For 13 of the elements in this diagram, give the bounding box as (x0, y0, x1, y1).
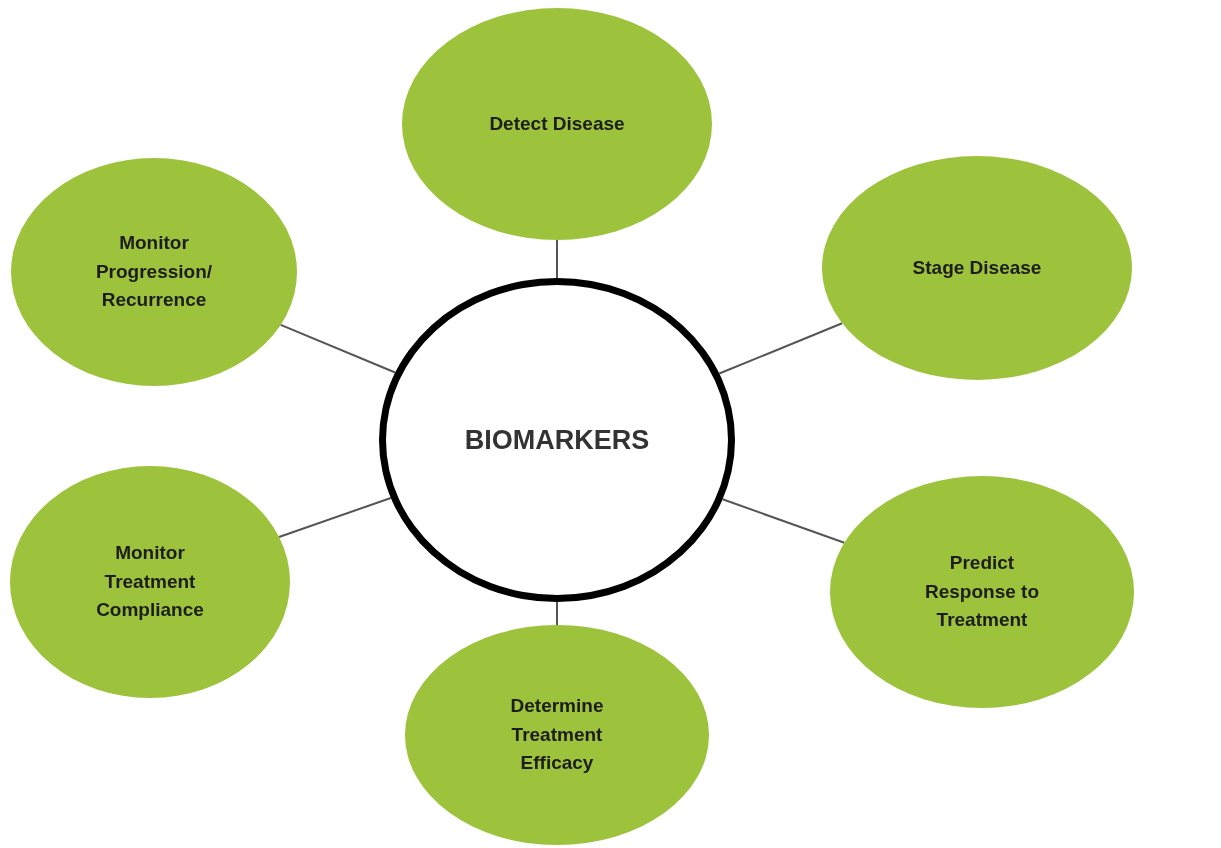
node-label: Predict Response to Treatment (924, 551, 1040, 633)
connector-line (278, 497, 392, 538)
connector-line (556, 239, 558, 279)
node-label: BIOMARKERS (464, 423, 650, 457)
connector-line (721, 498, 846, 544)
connector-line (556, 601, 558, 626)
node-label: Detect Disease (489, 111, 625, 136)
connector-line (718, 322, 844, 375)
connector-line (279, 323, 397, 374)
node-label: Monitor Progression/ Recurrence (94, 231, 214, 313)
node-label: Monitor Treatment Compliance (95, 541, 205, 623)
node-label: Determine Treatment Efficacy (509, 694, 605, 776)
node-label: Stage Disease (912, 255, 1042, 280)
